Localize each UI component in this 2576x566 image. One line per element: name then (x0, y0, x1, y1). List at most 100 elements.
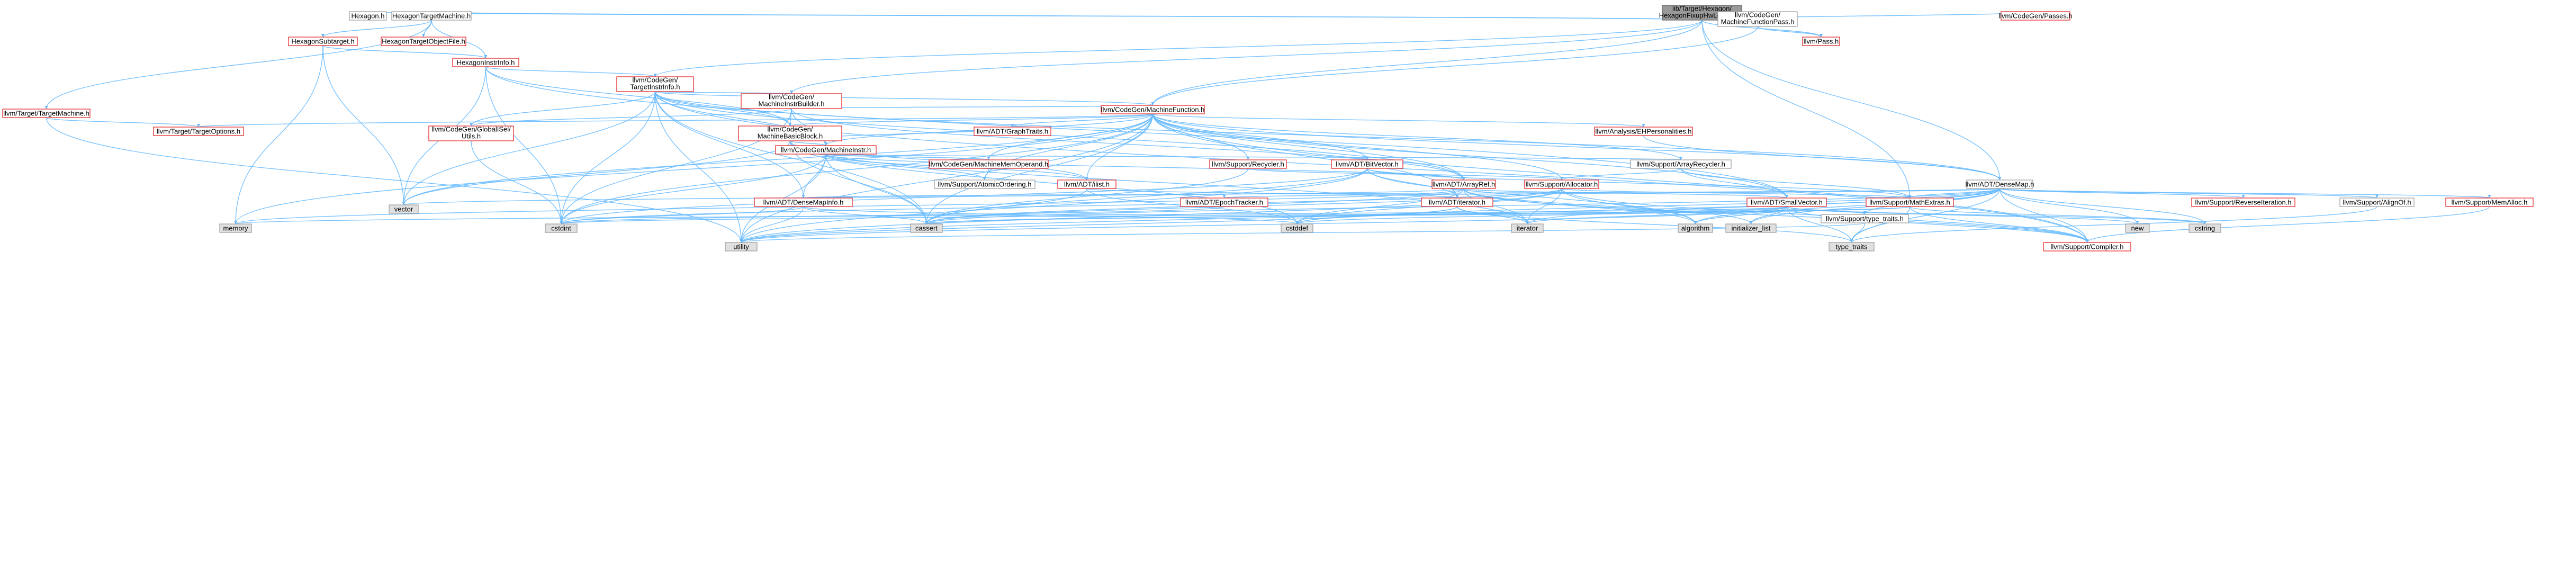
node-alignof[interactable]: llvm/Support/AlignOf.h (2339, 197, 2415, 207)
node-mop[interactable]: llvm/CodeGen/MachineMemOperand.h (929, 159, 1049, 169)
node-label: memory (223, 224, 248, 232)
node-type_traits[interactable]: type_traits (1829, 242, 1875, 251)
edge-arrowhead (1694, 221, 1697, 224)
node-vector[interactable]: vector (389, 204, 419, 214)
node-box (1431, 179, 1496, 189)
node-densemapinfo[interactable]: llvm/ADT/DenseMapInfo.h (754, 197, 853, 207)
edge-arrowhead (484, 55, 488, 58)
node-typetraits[interactable]: llvm/Support/type_traits.h (1821, 214, 1909, 223)
node-initlist[interactable]: initializer_list (1725, 223, 1777, 233)
node-pass[interactable]: llvm/Pass.h (1802, 37, 1840, 46)
edge-mi-to-arecycler (825, 154, 1681, 160)
node-box (2, 109, 91, 118)
edge-arrowhead (1295, 221, 1299, 224)
node-box (2001, 11, 2070, 21)
edge-arecycler-to-mathextras (1680, 168, 1911, 199)
edge-tii-to-cstdint (561, 91, 656, 224)
edge-tii-to-vector (403, 91, 656, 205)
edge-mf-to-cstdint (561, 113, 1154, 224)
edge-arrowhead (925, 221, 928, 224)
node-hexagon[interactable]: Hexagon.h (349, 11, 387, 21)
node-ehpers[interactable]: llvm/Analysis/EHPersonalities.h (1594, 127, 1693, 136)
node-utility[interactable]: utility (725, 242, 758, 251)
edge-arrowhead (1246, 157, 1250, 160)
edge-densemap-to-algorithm (1695, 188, 2001, 224)
node-iteratorstd[interactable]: iterator (1511, 223, 1544, 233)
node-memory[interactable]: memory (219, 223, 252, 233)
node-box (1057, 179, 1116, 189)
node-box (754, 197, 853, 207)
node-mf[interactable]: llvm/CodeGen/MachineFunction.h (1101, 105, 1205, 114)
node-label: llvm/CodeGen/GlobalISel/ (431, 125, 511, 133)
node-label: llvm/CodeGen/Passes.h (1998, 12, 2072, 20)
node-allocator[interactable]: llvm/Support/Allocator.h (1524, 179, 1599, 189)
node-htm[interactable]: HexagonTargetMachine.h (391, 11, 472, 21)
node-tm[interactable]: llvm/Target/TargetMachine.h (2, 109, 91, 118)
node-mbb[interactable]: llvm/CodeGen/MachineBasicBlock.h (738, 125, 842, 141)
edge-root-to-densemap (1701, 20, 2001, 181)
edge-arrowhead (321, 34, 325, 37)
node-box (1209, 159, 1287, 169)
node-subtarget[interactable]: HexagonSubtarget.h (288, 37, 358, 46)
node-topts[interactable]: llvm/Target/TargetOptions.h (153, 127, 244, 136)
node-label: llvm/ADT/ArrayRef.h (1433, 180, 1495, 188)
node-recycler[interactable]: llvm/Support/Recycler.h (1209, 159, 1287, 169)
edge-mf-to-arrayref (1152, 113, 1464, 181)
node-label: HexagonTargetMachine.h (392, 12, 471, 20)
node-tof[interactable]: HexagonTargetObjectFile.h (381, 37, 466, 46)
edge-arrowhead (560, 221, 563, 224)
edge-arrowhead (983, 177, 986, 180)
node-label: MachineInstrBuilder.h (758, 100, 824, 107)
node-box (1829, 242, 1875, 251)
node-memalloc[interactable]: llvm/Support/MemAlloc.h (2445, 197, 2534, 207)
node-label: llvm/CodeGen/MachineInstr.h (781, 146, 871, 154)
node-cstring[interactable]: cstring (2188, 223, 2221, 233)
node-cstdint[interactable]: cstdint (545, 223, 578, 233)
edge-smallvec-to-new (1786, 206, 2138, 224)
node-cstddef[interactable]: cstddef (1281, 223, 1313, 233)
node-label: llvm/CodeGen/MachineMemOperand.h (929, 160, 1048, 168)
edge-arrowhead (470, 123, 473, 126)
node-new[interactable]: new (2125, 223, 2150, 233)
node-mib[interactable]: llvm/CodeGen/MachineInstrBuilder.h (741, 93, 842, 109)
node-box (934, 179, 1035, 189)
node-box (1821, 214, 1909, 223)
node-label: llvm/Support/AtomicOrdering.h (938, 180, 1031, 188)
node-arecycler[interactable]: llvm/Support/ArrayRecycler.h (1630, 159, 1732, 169)
node-mfpass[interactable]: llvm/CodeGen/MachineFunctionPass.h (1717, 11, 1798, 27)
node-label: Hexagon.h (352, 12, 385, 20)
node-graphtraits[interactable]: llvm/ADT/GraphTraits.h (974, 127, 1051, 136)
edge-arrowhead (44, 106, 48, 109)
node-compiler[interactable]: llvm/Support/Compiler.h (2043, 242, 2131, 251)
node-bitvector[interactable]: llvm/ADT/BitVector.h (1331, 159, 1403, 169)
node-arrayref[interactable]: llvm/ADT/ArrayRef.h (1431, 179, 1496, 189)
edge-arrowhead (1151, 102, 1155, 105)
edge-arrowhead (1642, 124, 1645, 127)
node-mathextras[interactable]: llvm/Support/MathExtras.h (1866, 197, 1954, 207)
node-atomic[interactable]: llvm/Support/AtomicOrdering.h (934, 179, 1035, 189)
node-iterator[interactable]: llvm/ADT/iterator.h (1421, 197, 1493, 207)
node-mi[interactable]: llvm/CodeGen/MachineInstr.h (775, 145, 877, 155)
node-cassert[interactable]: cassert (910, 223, 943, 233)
node-instrinfo[interactable]: HexagonInstrInfo.h (452, 58, 519, 67)
node-gisel[interactable]: llvm/CodeGen/GlobalISel/Utils.h (428, 125, 514, 141)
edge-tii-to-mf (654, 91, 1154, 106)
node-label: llvm/ADT/BitVector.h (1336, 160, 1398, 168)
node-algorithm[interactable]: algorithm (1678, 223, 1713, 233)
edge-mf-to-iterator (1152, 113, 1458, 199)
edge-arrowhead (788, 123, 792, 126)
node-box (349, 11, 387, 21)
edge-densemap-to-epoch (1223, 188, 2001, 199)
node-epoch[interactable]: llvm/ADT/EpochTracker.h (1180, 197, 1268, 207)
node-tii[interactable]: llvm/CodeGen/TargetInstrInfo.h (616, 76, 694, 92)
node-box (452, 58, 519, 67)
node-ilist[interactable]: llvm/ADT/ilist.h (1057, 179, 1116, 189)
node-passes[interactable]: llvm/CodeGen/Passes.h (1998, 11, 2073, 21)
node-smallvec[interactable]: llvm/ADT/SmallVector.h (1746, 197, 1827, 207)
node-densemap[interactable]: llvm/ADT/DenseMap.h (1965, 179, 2034, 189)
node-reviter[interactable]: llvm/Support/ReverseIteration.h (2191, 197, 2295, 207)
edge-smallvec-to-algorithm (1695, 206, 1787, 224)
edge-gisel-to-cstdint (471, 140, 562, 224)
edge-densemapinfo-to-utility (741, 206, 804, 243)
